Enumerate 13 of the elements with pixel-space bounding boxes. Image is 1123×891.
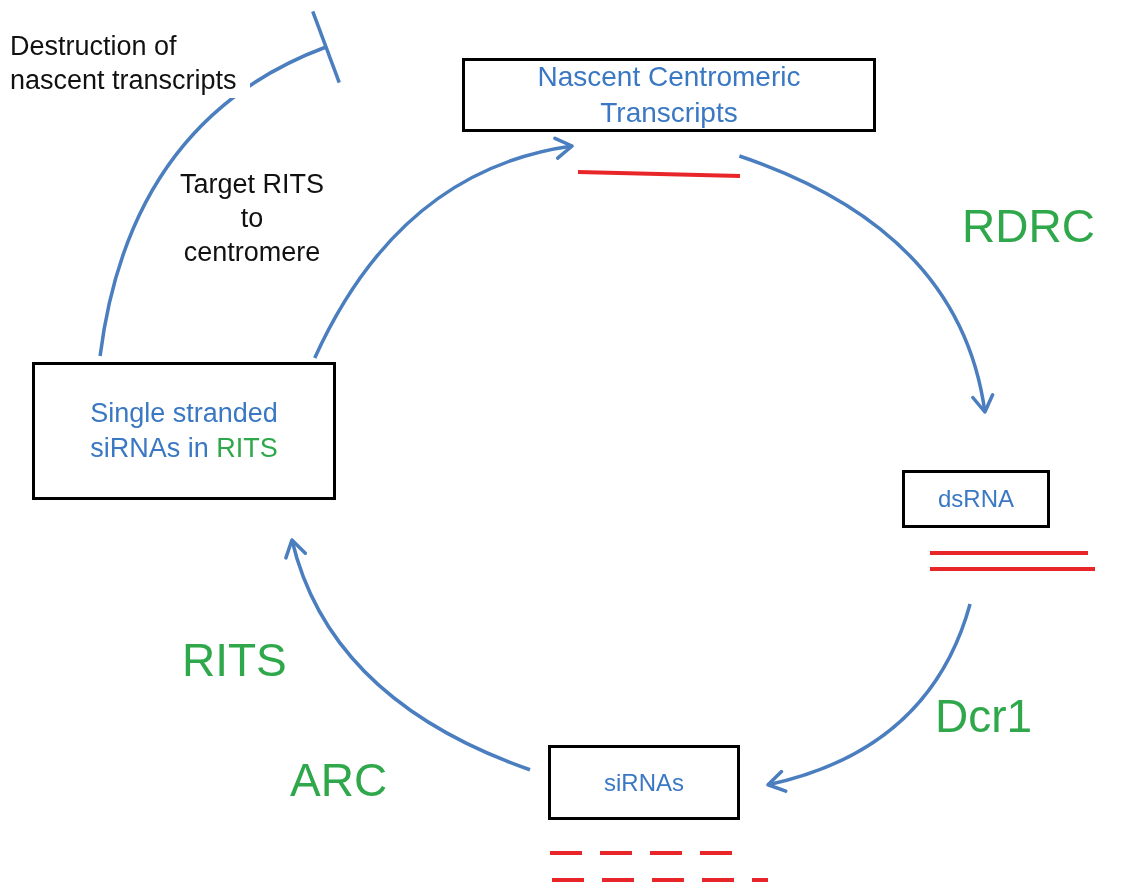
process-box: [32, 362, 336, 500]
process-box: [902, 470, 1050, 528]
box-label: Nascent Centromeric Transcripts: [536, 59, 802, 130]
arrow: [313, 137, 574, 359]
inhibition-line: [98, 10, 343, 357]
arrow: [738, 154, 994, 414]
arrow: [284, 538, 531, 772]
arrow: [766, 603, 972, 793]
box-label: dsRNA: [938, 484, 1014, 515]
process-box: [548, 745, 740, 820]
box-label: Single stranded siRNAs in RITS: [89, 396, 279, 465]
process-box: [462, 58, 876, 132]
box-label: siRNAs: [604, 767, 684, 798]
